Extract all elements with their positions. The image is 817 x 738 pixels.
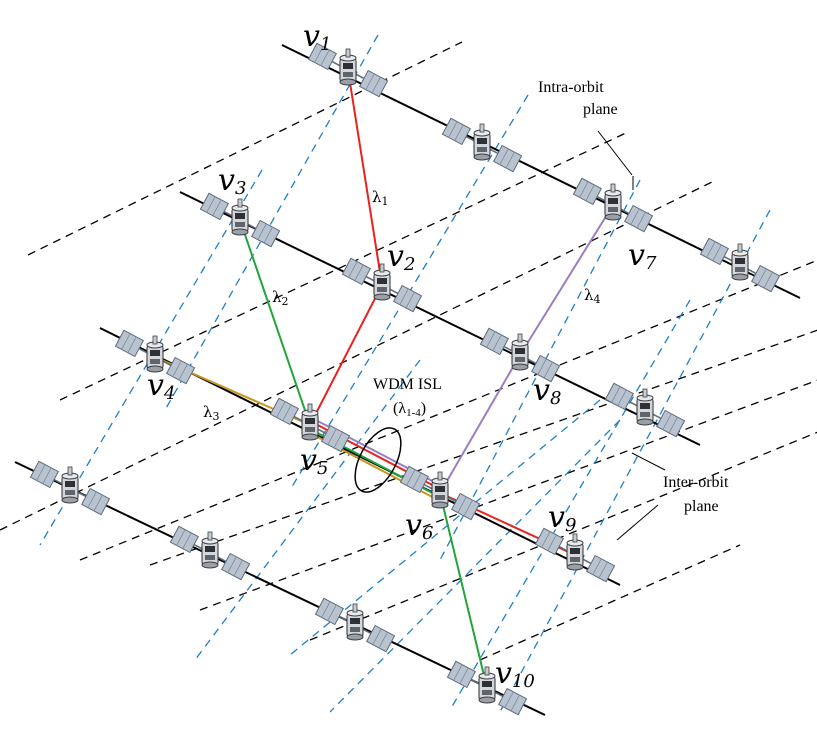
link-lambda1-v2-v5 [309,284,383,426]
satellite-icon [441,117,523,173]
satellite-icon [29,460,111,516]
inter-orbit-label-line1: Inter-orbit [663,474,729,491]
node-label-v8: v8 [533,373,561,409]
node-label-v10: v10 [495,656,535,692]
node-label-v6: v6 [405,508,433,544]
lambda2-label: λ2 [272,288,289,308]
intra-orbit-guide-line [27,41,463,256]
intra-orbit-label-line2: plane [583,101,618,118]
intra-orbit-guide-line [149,329,817,566]
intra-orbit-guide-line [309,431,817,641]
node-label-v3: v3 [218,163,246,199]
inter-orbit-label-line2: plane [684,498,719,515]
intra-orbit-label-line1: Intra-orbit [538,79,604,96]
link-lambda2-v6-v10 [439,492,488,689]
satellite-icon [199,192,281,248]
inter-orbit-pointer-2 [616,504,659,541]
node-label-v7: v7 [628,238,657,274]
link-lambda1-v1-v2 [347,69,383,286]
intra-orbit-guide-line [199,379,817,611]
wdm-bundle-ellipse [354,427,402,493]
inter-orbit-guide-line [499,209,771,713]
node-label-v2: v2 [387,239,415,275]
wdm-isl-label-line2: (λ1-4) [393,400,426,419]
inter-orbit-guide-line [194,359,421,661]
lambda4-label: λ4 [584,286,601,306]
node-label-v9: v9 [548,500,576,536]
intra-orbit-guide-line [79,259,817,561]
lambda3-label: λ3 [203,403,220,423]
intra-orbit-guide-line [479,544,741,661]
inter-orbit-guide-line [164,34,379,411]
satellite-icon [699,237,781,293]
link-lambda4-v8-v6 [439,354,521,494]
satellite-icon [572,177,654,233]
satellite-icon [604,382,686,438]
node-label-v5: v5 [300,443,328,479]
node-label-v4: v4 [147,368,175,404]
lambda1-label: λ1 [372,188,389,208]
intra-orbit-pointer [597,130,633,176]
inter-orbit-guide-line [329,419,621,713]
wdm-isl-label-line1: WDM ISL [373,376,442,393]
link-lambda4-v7-v8 [519,204,614,356]
inter-orbit-guide-line [449,299,691,711]
link-lambda2-v3-v5 [239,219,311,426]
inter-orbit-guide-line [289,399,601,656]
node-label-v1: v1 [303,19,331,55]
inter-orbit-pointer [631,452,666,471]
intra-orbit-guide-line [0,181,713,531]
